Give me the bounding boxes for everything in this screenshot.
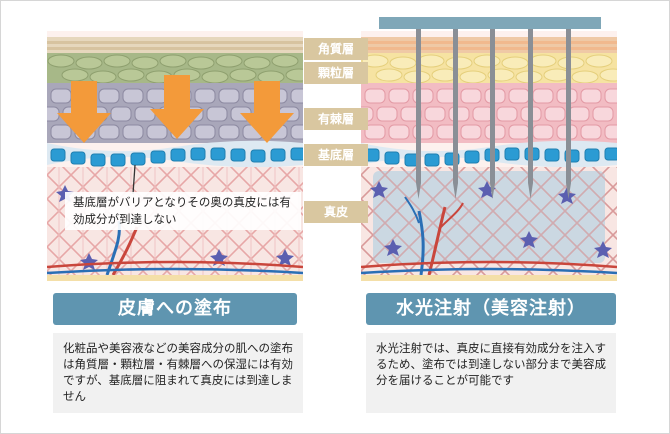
label-stratum-corneum: 角質層 <box>304 38 368 60</box>
barrier-callout: 基底層がバリアとなりその奥の真皮には有効成分が到達しない <box>65 192 301 230</box>
topical-heading: 皮膚への塗布 <box>53 293 297 325</box>
skin-illustration-right <box>361 31 617 281</box>
injection-description: 水光注射では、真皮に直接有効成分を注入するため、塗布では到達しない部分まで美容成… <box>366 333 616 413</box>
topical-description: 化粧品や美容液などの美容成分の肌への塗布は角質層・顆粒層・有棘層への保湿には有効… <box>53 333 303 413</box>
star-cell-icon <box>370 181 612 258</box>
skin-illustration-left <box>47 31 303 281</box>
label-dermis: 真皮 <box>304 201 368 223</box>
needle-icon <box>416 29 571 199</box>
skin-cross-section-injection <box>361 31 617 281</box>
needle-device <box>379 17 601 199</box>
label-spinous-layer: 有棘層 <box>304 108 368 130</box>
label-granular-layer: 顆粒層 <box>304 62 368 84</box>
skin-cross-section-topical <box>47 31 303 281</box>
stratum-corneum-left <box>47 37 303 53</box>
needle-bar <box>379 17 601 29</box>
label-basal-layer: 基底層 <box>304 144 368 166</box>
down-arrow-icon <box>57 75 294 143</box>
injection-heading: 水光注射（美容注射） <box>366 293 616 325</box>
